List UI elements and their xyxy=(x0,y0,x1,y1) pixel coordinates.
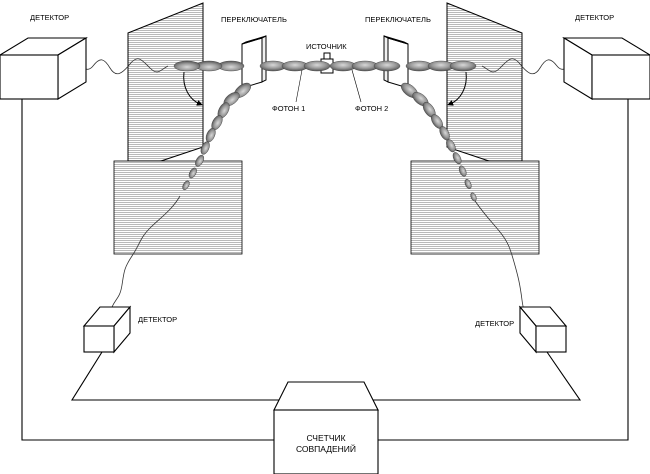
fiber-top-right xyxy=(481,58,578,75)
photon-beam-center-right xyxy=(329,60,401,72)
photon-packet xyxy=(449,60,477,72)
photon-packet xyxy=(446,139,456,153)
wire-bottom-right-detector xyxy=(368,351,582,401)
coincidence-counter-label-line2: СОВПАДЕНИЙ xyxy=(296,443,356,454)
photon-beam-down-right xyxy=(401,82,477,202)
label-switch-right: ПЕРЕКЛЮЧАТЕЛЬ xyxy=(365,15,431,24)
photon-beam-top-left xyxy=(173,60,245,72)
photon-packet xyxy=(195,154,205,167)
photon-packet xyxy=(464,178,472,190)
photon-beams xyxy=(173,60,477,202)
detector-top-right xyxy=(562,37,650,100)
label-source: ИСТОЧНИК xyxy=(306,42,347,51)
photon-packet xyxy=(200,141,210,155)
rotation-arrow-left xyxy=(183,71,203,106)
photon-packet xyxy=(303,60,331,72)
photon-beam-center-left xyxy=(259,60,331,72)
photon-packet xyxy=(188,167,197,179)
label-photon-1: ФОТОН 1 xyxy=(272,104,305,113)
fiber-bottom-left xyxy=(111,195,181,308)
switch-left xyxy=(241,35,267,89)
fiber-top-left xyxy=(72,58,169,75)
rotation-arrow-right xyxy=(447,71,467,106)
mirror-right xyxy=(446,2,523,173)
photon-packet xyxy=(452,152,462,165)
detector-bottom-left xyxy=(82,305,132,354)
screen-left xyxy=(113,160,243,255)
label-detector-bottom-right: ДЕТЕКТОР xyxy=(475,319,514,328)
photon-packet xyxy=(458,165,467,177)
detector-bottom-right xyxy=(518,305,568,354)
wire-top-left-detector xyxy=(21,98,274,441)
photon-packet xyxy=(182,180,190,191)
coincidence-counter: СЧЕТЧИК СОВПАДЕНИЙ xyxy=(273,381,379,474)
photon-packet xyxy=(470,192,477,202)
label-detector-bottom-left: ДЕТЕКТОР xyxy=(138,315,177,324)
label-detector-top-right: ДЕТЕКТОР xyxy=(575,13,614,22)
photon-beam-top-right xyxy=(405,60,477,72)
label-detector-top-left: ДЕТЕКТОР xyxy=(30,13,69,22)
photon-packet xyxy=(373,60,401,72)
coincidence-counter-label-line1: СЧЕТЧИК xyxy=(306,433,345,443)
screen-right xyxy=(410,160,540,255)
wire-bottom-left-detector xyxy=(71,351,283,401)
photon-packet xyxy=(173,60,201,72)
leader-photon-2 xyxy=(351,69,362,103)
detector-top-left xyxy=(0,37,88,100)
mirror-left xyxy=(127,2,204,173)
leader-photon-1 xyxy=(295,69,303,103)
label-switch-left: ПЕРЕКЛЮЧАТЕЛЬ xyxy=(221,15,287,24)
wiring xyxy=(21,98,629,441)
wire-top-right-detector xyxy=(378,98,629,441)
photon-beam-down-left xyxy=(182,82,251,191)
label-photon-2: ФОТОН 2 xyxy=(355,104,388,113)
